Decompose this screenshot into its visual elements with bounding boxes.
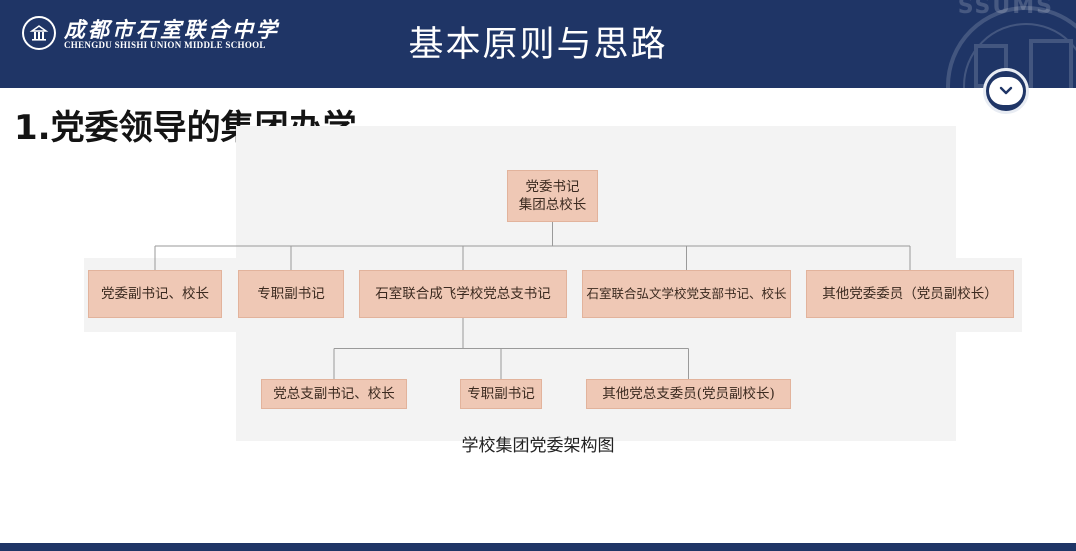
node-level1-full-time-deputy-secretary: 专职副书记 [238, 270, 344, 318]
node-level2-full-time-deputy-secretary: 专职副书记 [460, 379, 542, 409]
node-level2-other-members: 其他党总支委员(党员副校长) [586, 379, 791, 409]
slide-title: 基本原则与思路 [408, 25, 668, 65]
header-bar: 成都市石室联合中学 CHENGDU SHISHI UNION MIDDLE SC… [0, 0, 1076, 88]
footer-bar [0, 543, 1076, 551]
node-level2-deputy-secretary-principal: 党总支副书记、校长 [261, 379, 407, 409]
school-name-en: CHENGDU SHISHI UNION MIDDLE SCHOOL [64, 40, 266, 50]
watermark-text: SSUMS [957, 0, 1054, 19]
chevron-down-icon [989, 77, 1023, 105]
node-level1-hongwen-secretary-principal: 石室联合弘文学校党支部书记、校长 [582, 270, 791, 318]
node-level1-other-members: 其他党委委员（党员副校长） [806, 270, 1014, 318]
collapse-button[interactable] [983, 68, 1029, 114]
watermark-seal-icon [946, 6, 1076, 88]
diagram-caption: 学校集团党委架构图 [461, 436, 615, 456]
school-emblem-icon [22, 16, 56, 50]
node-level1-deputy-secretary-principal: 党委副书记、校长 [88, 270, 222, 318]
node-level1-chengfei-secretary: 石室联合成飞学校党总支书记 [359, 270, 567, 318]
node-root: 党委书记 集团总校长 [507, 170, 598, 222]
school-name-cn: 成都市石室联合中学 [64, 17, 280, 42]
